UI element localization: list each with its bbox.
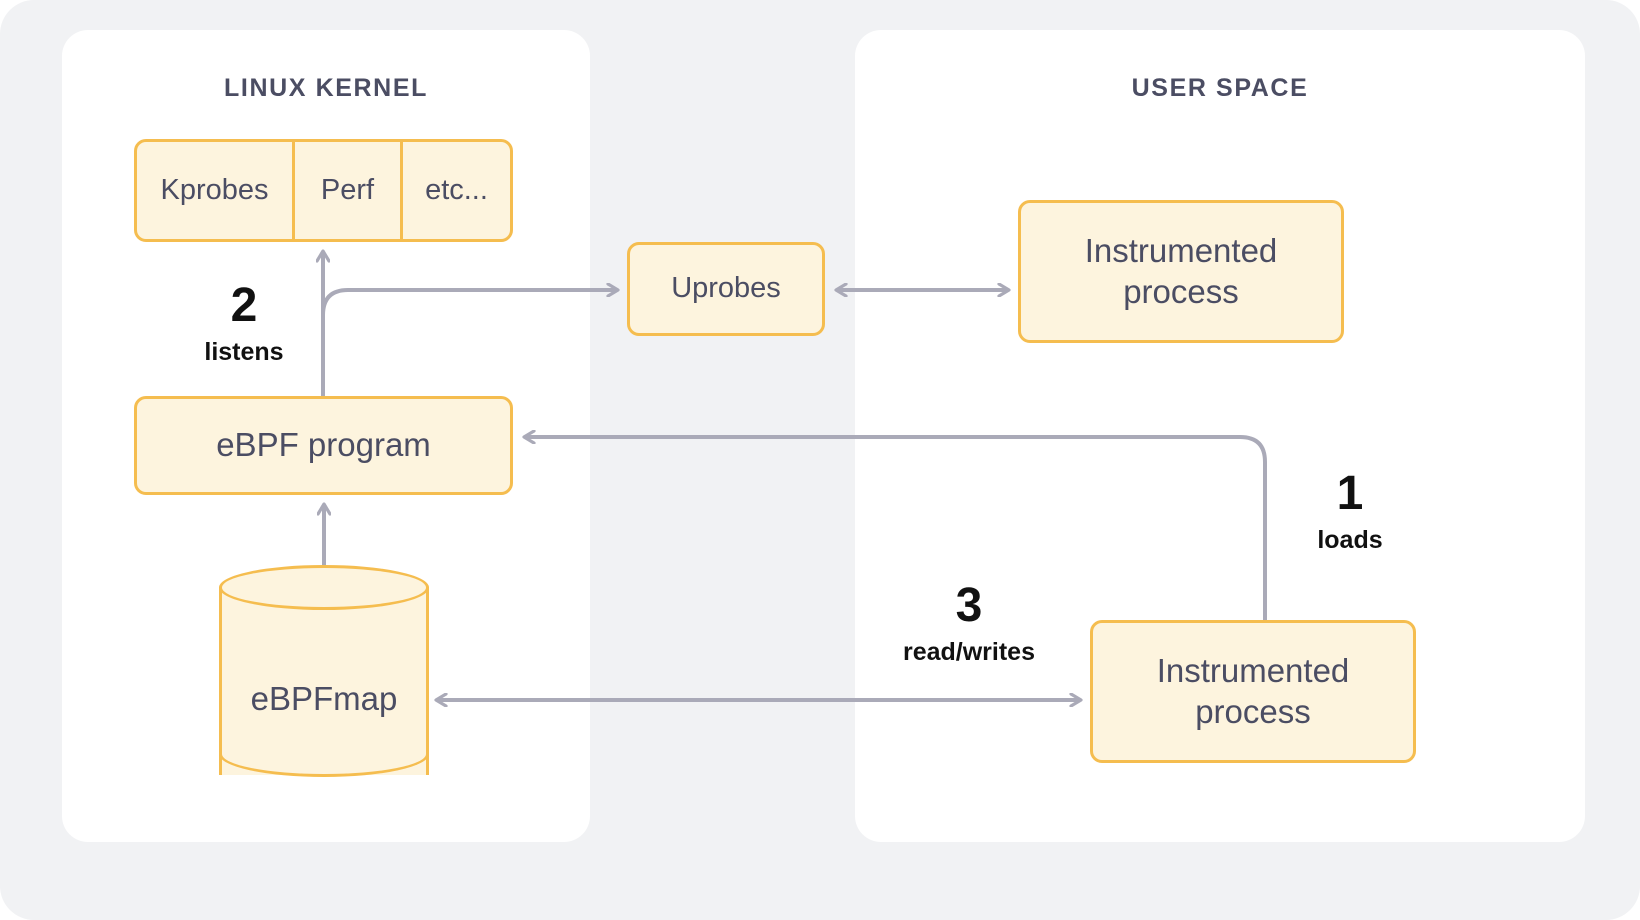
- probes-strip[interactable]: Kprobes Perf etc...: [134, 139, 513, 242]
- node-ebpf-map-label: eBPF map: [219, 623, 429, 775]
- ebpf-map-line1: eBPF: [250, 680, 334, 718]
- process-top-line2: process: [1123, 272, 1239, 310]
- node-instrumented-process-top-label: Instrumented process: [1085, 231, 1278, 312]
- cylinder-top-cap: [219, 565, 429, 610]
- probes-cell-etc[interactable]: etc...: [425, 174, 488, 206]
- node-instrumented-process-bottom-label: Instrumented process: [1157, 651, 1350, 732]
- step-1-caption: loads: [1317, 526, 1383, 554]
- step-3-caption: read/writes: [902, 638, 1035, 666]
- step-3-number: 3: [955, 579, 983, 632]
- process-bottom-line1: Instrumented: [1156, 652, 1350, 690]
- cylinder-bottom-cap: [219, 731, 429, 777]
- panel-title-linux-kernel: LINUX KERNEL: [224, 74, 428, 102]
- probes-cell-kprobes[interactable]: Kprobes: [137, 142, 295, 239]
- node-ebpf-map[interactable]: eBPF map: [219, 565, 429, 797]
- node-uprobes[interactable]: Uprobes: [627, 242, 825, 336]
- process-top-line1: Instrumented: [1084, 232, 1278, 270]
- node-instrumented-process-bottom[interactable]: Instrumented process: [1090, 620, 1416, 763]
- node-ebpf-program-label: eBPF program: [216, 426, 431, 464]
- probes-cell-perf[interactable]: Perf: [295, 142, 403, 239]
- step-label-3-read-writes: 3 read/writes: [880, 582, 1058, 665]
- process-bottom-line2: process: [1195, 692, 1311, 730]
- step-label-2-listens: 2 listens: [184, 282, 304, 365]
- node-ebpf-program[interactable]: eBPF program: [134, 396, 513, 495]
- ebpf-map-line2: map: [333, 680, 398, 718]
- step-1-number: 1: [1336, 467, 1364, 520]
- node-uprobes-label: Uprobes: [671, 272, 781, 305]
- step-2-number: 2: [230, 279, 258, 332]
- node-instrumented-process-top[interactable]: Instrumented process: [1018, 200, 1344, 343]
- step-2-caption: listens: [204, 338, 284, 366]
- panel-title-user-space: USER SPACE: [1131, 74, 1309, 102]
- step-label-1-loads: 1 loads: [1290, 470, 1410, 553]
